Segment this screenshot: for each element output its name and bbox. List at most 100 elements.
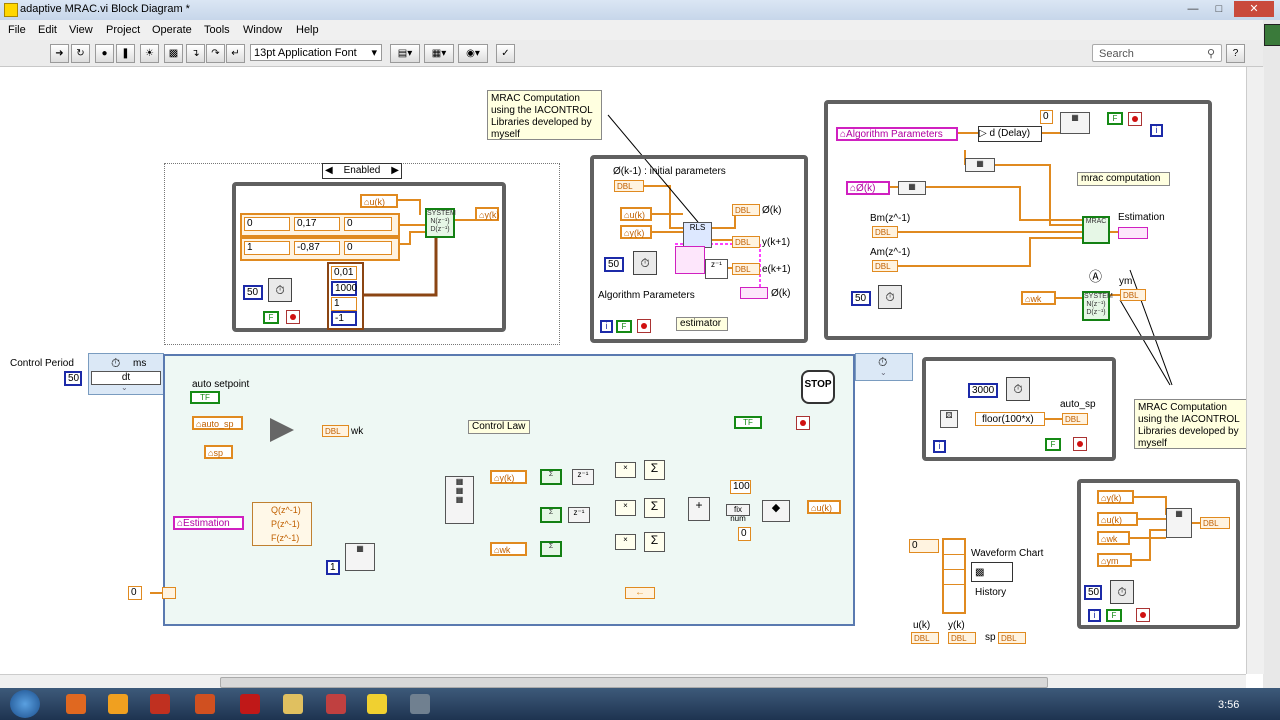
bundle-ym-local[interactable]: ⌂ym <box>1097 553 1132 567</box>
app-taskbar-icon-2[interactable] <box>195 694 215 714</box>
estimator-while-loop[interactable] <box>590 155 808 343</box>
num-coef-0[interactable]: 0 <box>244 217 290 231</box>
estimator-yk-local[interactable]: ⌂y(k) <box>620 225 652 239</box>
uk-local-variable[interactable]: ⌂u(k) <box>360 194 398 208</box>
help-icon[interactable]: ? <box>1226 44 1245 63</box>
filter-node-2[interactable]: Σ <box>540 507 562 523</box>
plant-wait-ms-constant[interactable]: 50 <box>243 285 263 300</box>
menu-project[interactable]: Project <box>106 24 141 36</box>
estimator-uk-local[interactable]: ⌂u(k) <box>620 207 652 221</box>
bundle-array-node[interactable] <box>942 538 966 614</box>
wk-indicator-dbl[interactable]: DBL <box>322 425 349 437</box>
sp-local[interactable]: ⌂sp <box>204 445 233 459</box>
setpoint-wait-constant[interactable]: 3000 <box>968 383 998 398</box>
menu-window[interactable]: Window <box>243 24 283 36</box>
vertical-scrollbar[interactable] <box>1246 67 1264 674</box>
menu-view[interactable]: View <box>69 24 93 36</box>
formula-node-floor[interactable]: floor(100*x) <box>975 412 1045 426</box>
num-coef-2[interactable]: 0 <box>344 217 392 231</box>
control-period-constant[interactable]: 50 <box>64 371 82 386</box>
hundred-constant[interactable]: 100 <box>730 480 751 494</box>
algorithm-parameters-local[interactable]: ⌂Algorithm Parameters <box>836 127 958 141</box>
wait-ms-icon[interactable]: ⏱ <box>633 251 657 275</box>
app-taskbar-icon-4[interactable] <box>410 694 430 714</box>
sum-array-1[interactable]: Σ <box>644 460 665 480</box>
rls-estimator-icon[interactable]: RLS <box>683 222 712 248</box>
case-selector[interactable]: ◀ Enabled ▶ <box>322 163 402 179</box>
shift-register-terminal[interactable] <box>162 587 176 599</box>
estimator-wait-ms-constant[interactable]: 50 <box>604 257 624 272</box>
y-k1-indicator-dbl[interactable]: DBL <box>732 236 760 248</box>
control-law-uk-local[interactable]: ⌂u(k) <box>807 500 841 514</box>
mrac-while-loop[interactable] <box>824 100 1212 340</box>
estimation-indicator[interactable] <box>1118 227 1148 239</box>
compound-add-node[interactable]: + <box>688 497 710 521</box>
unbundle-node-2[interactable]: ▦ <box>898 181 926 195</box>
am-control[interactable]: DBL <box>872 260 898 272</box>
wait-ms-icon[interactable]: ⏱ <box>1110 580 1134 604</box>
bundle-yk-local[interactable]: ⌂y(k) <box>1097 490 1134 504</box>
multiply-node-3[interactable]: × <box>615 534 636 550</box>
delay-block-2[interactable]: z⁻¹ <box>568 507 590 523</box>
den-coef-1[interactable]: -0,87 <box>294 241 340 255</box>
zero-clamp-constant[interactable]: 0 <box>738 527 751 541</box>
timed-loop-input-node[interactable]: ⏱ ms dt ⌄ <box>88 353 164 395</box>
theta-init-dbl-control[interactable]: DBL <box>614 180 644 192</box>
cluster-constant[interactable]: 0,01 1000 1 -1 <box>327 262 364 330</box>
shift-register-init-constant[interactable]: 0 <box>128 586 142 600</box>
bundle-wait-constant[interactable]: 50 <box>1084 585 1102 600</box>
bundle-output-indicator[interactable]: DBL <box>1200 517 1230 529</box>
mrac-zero-constant[interactable]: 0 <box>1040 110 1053 124</box>
step-into-icon[interactable]: ↴ <box>186 44 205 63</box>
menu-edit[interactable]: Edit <box>38 24 57 36</box>
timed-loop[interactable] <box>163 354 855 626</box>
font-selector[interactable]: 13pt Application Font▾ <box>250 44 382 61</box>
cluster-value-2[interactable]: 1 <box>331 297 357 311</box>
build-array-icon[interactable]: ▦ <box>345 543 375 571</box>
menu-file[interactable]: File <box>8 24 26 36</box>
auto-setpoint-control[interactable]: TF <box>190 391 220 404</box>
close-button[interactable]: ✕ <box>1234 1 1274 17</box>
multiply-node-1[interactable]: × <box>615 462 636 478</box>
mrac-wait-ms-constant[interactable]: 50 <box>851 291 871 306</box>
highlight-execution-icon[interactable]: ☀ <box>140 44 159 63</box>
mrac-computation-vi-icon[interactable]: MRAC <box>1082 216 1110 244</box>
decrement-arrow-icon[interactable]: ◀ <box>325 165 333 176</box>
auto-sp-indicator[interactable]: DBL <box>1062 413 1088 425</box>
auto-sp-local[interactable]: ⌂auto_sp <box>192 416 243 430</box>
chart-sp-indicator[interactable]: DBL <box>998 632 1026 644</box>
search-input[interactable]: Search⚲ <box>1092 44 1222 62</box>
cleanup-diagram-icon[interactable]: ✓ <box>496 44 515 63</box>
setpoint-stop-constant[interactable]: F <box>1045 438 1061 451</box>
build-array-icon[interactable]: ▦ <box>1166 508 1192 538</box>
start-button[interactable] <box>10 690 40 718</box>
sum-array-2[interactable]: Σ <box>644 498 665 518</box>
menu-help[interactable]: Help <box>296 24 319 36</box>
run-continuously-icon[interactable]: ↻ <box>71 44 90 63</box>
yk-local-variable[interactable]: ⌂y(k) <box>475 207 499 221</box>
in-range-coerce-node[interactable]: ◆ <box>762 500 790 522</box>
ym-indicator[interactable]: DBL <box>1120 289 1146 301</box>
num-coef-1[interactable]: 0,17 <box>294 217 340 231</box>
abort-icon[interactable]: ● <box>95 44 114 63</box>
menu-operate[interactable]: Operate <box>152 24 192 36</box>
mrac-wk-local[interactable]: ⌂wk <box>1021 291 1056 305</box>
bm-control[interactable]: DBL <box>872 226 898 238</box>
stop-button-icon[interactable]: STOP <box>801 370 835 404</box>
app-taskbar-icon-1[interactable] <box>150 694 170 714</box>
waveform-chart-property-node[interactable]: ▩ History <box>971 562 1013 598</box>
delay-block-1[interactable]: z⁻¹ <box>572 469 594 485</box>
index-array-node[interactable]: ▦▦▦ <box>445 476 474 524</box>
unit-delay-icon[interactable]: z⁻¹ <box>705 259 728 279</box>
plant-loop-stop-terminal[interactable] <box>286 310 300 324</box>
theta-k-out-terminal[interactable] <box>740 287 768 299</box>
horizontal-scroll-thumb[interactable] <box>220 677 1048 688</box>
cluster-value-0[interactable]: 0,01 <box>331 266 357 280</box>
reorder-icon[interactable]: ◉▾ <box>458 44 488 63</box>
minimize-button[interactable]: — <box>1187 3 1199 15</box>
filter-node-1[interactable]: Σ <box>540 469 562 485</box>
control-law-wk-local[interactable]: ⌂wk <box>490 542 527 556</box>
media-player-taskbar-icon[interactable] <box>108 694 128 714</box>
array-index-constant[interactable]: 0 <box>909 539 939 553</box>
den-coef-0[interactable]: 1 <box>244 241 290 255</box>
